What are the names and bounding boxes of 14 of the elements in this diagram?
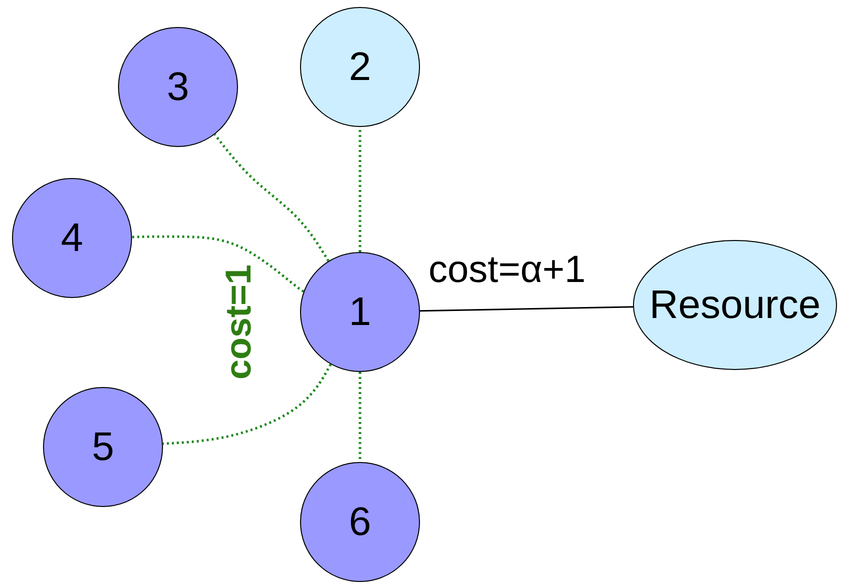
- node-label: 4: [60, 216, 84, 260]
- dotted-connector: [162, 364, 332, 445]
- dotted-connector: [214, 134, 330, 262]
- node-label: Resource: [649, 282, 821, 328]
- dotted-connector: [358, 372, 362, 462]
- dotted-connector: [358, 127, 362, 252]
- node-label: 5: [92, 424, 114, 470]
- node-label: 3: [166, 64, 190, 110]
- connector: [420, 306, 634, 312]
- node-label: 6: [348, 500, 372, 544]
- cost-label: cost=1: [220, 264, 256, 380]
- node-label: 1: [348, 290, 372, 334]
- node-label: 2: [348, 44, 372, 90]
- dotted-connector: [132, 235, 304, 292]
